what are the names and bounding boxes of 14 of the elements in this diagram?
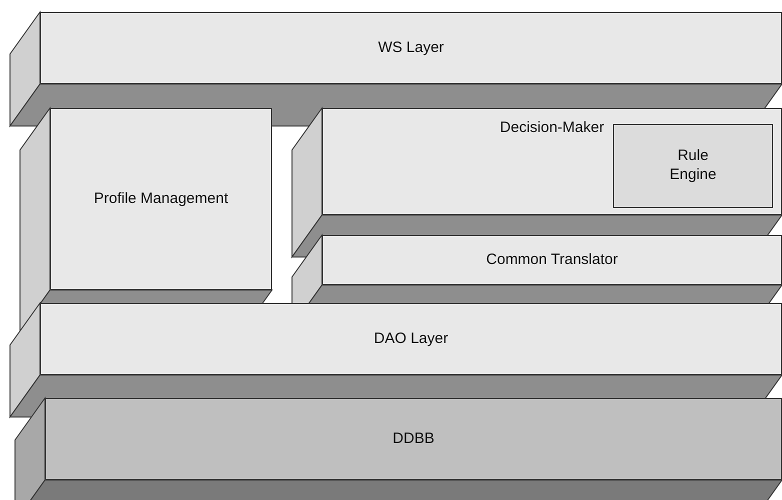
layer-box xyxy=(322,235,782,285)
layer-label: DDBB xyxy=(392,430,434,448)
layer-box xyxy=(45,398,782,480)
layer-box xyxy=(40,12,782,84)
layer-label: Decision-Maker xyxy=(500,119,604,138)
layer-label: Rule Engine xyxy=(668,147,718,185)
layer-label: Profile Management xyxy=(94,190,228,208)
layer-label: WS Layer xyxy=(378,38,444,58)
layer-box xyxy=(50,108,272,290)
layer-box xyxy=(40,303,782,375)
layer-box xyxy=(322,108,782,215)
component-box xyxy=(613,124,773,208)
layer-label: Common Translator xyxy=(486,250,618,270)
layer-label: DAO Layer xyxy=(374,330,448,348)
